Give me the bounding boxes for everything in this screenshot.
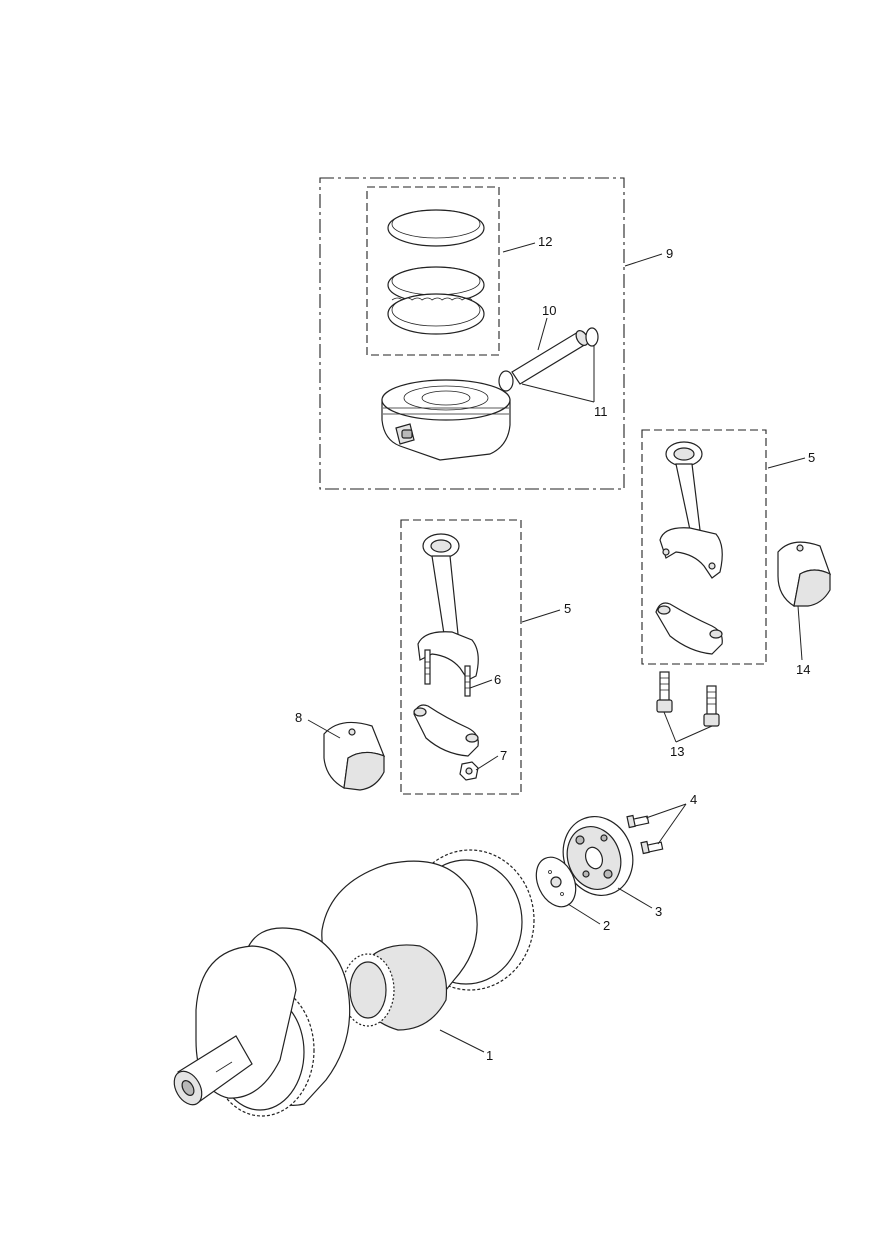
conrod-center <box>417 533 479 681</box>
conrod-right <box>659 441 723 579</box>
callout-12: 12 <box>538 234 552 249</box>
conrod-right-cap <box>655 602 723 655</box>
callout-13: 13 <box>670 744 684 759</box>
crankshaft <box>173 849 535 1117</box>
callout-11: 11 <box>594 404 608 419</box>
callout-3: 3 <box>655 904 662 919</box>
bearing-shell-right <box>777 541 832 607</box>
piston-assembly-box <box>319 177 625 490</box>
conrod-bolts <box>656 671 720 727</box>
gudgeon-pin <box>511 330 589 385</box>
callout-8: 8 <box>295 710 302 725</box>
piston <box>381 379 511 461</box>
sprocket-hub <box>562 816 634 896</box>
callout-6: 6 <box>494 672 501 687</box>
circlips <box>498 327 599 392</box>
piston-rings <box>387 209 485 335</box>
callout-7: 7 <box>500 748 507 763</box>
callout-5-center: 5 <box>564 601 571 616</box>
conrod-nut <box>459 761 479 781</box>
shim-plate <box>535 856 577 908</box>
callout-2: 2 <box>603 918 610 933</box>
callout-10: 10 <box>542 303 556 318</box>
callout-14: 14 <box>796 662 810 677</box>
callout-9: 9 <box>666 246 673 261</box>
hub-bolts <box>626 814 664 855</box>
bearing-shell-left <box>323 721 386 791</box>
callout-1: 1 <box>486 1048 493 1063</box>
callout-labels: 1 2 3 4 5 5 6 7 8 9 10 11 12 13 14 <box>295 234 815 1063</box>
callout-4: 4 <box>690 792 697 807</box>
leader-lines <box>307 242 806 1053</box>
conrod-right-box <box>641 429 767 665</box>
ring-set-box <box>366 186 500 356</box>
conrod-center-cap <box>413 704 479 757</box>
conrod-center-box <box>400 519 522 795</box>
callout-5-right: 5 <box>808 450 815 465</box>
conrod-studs <box>424 649 471 697</box>
